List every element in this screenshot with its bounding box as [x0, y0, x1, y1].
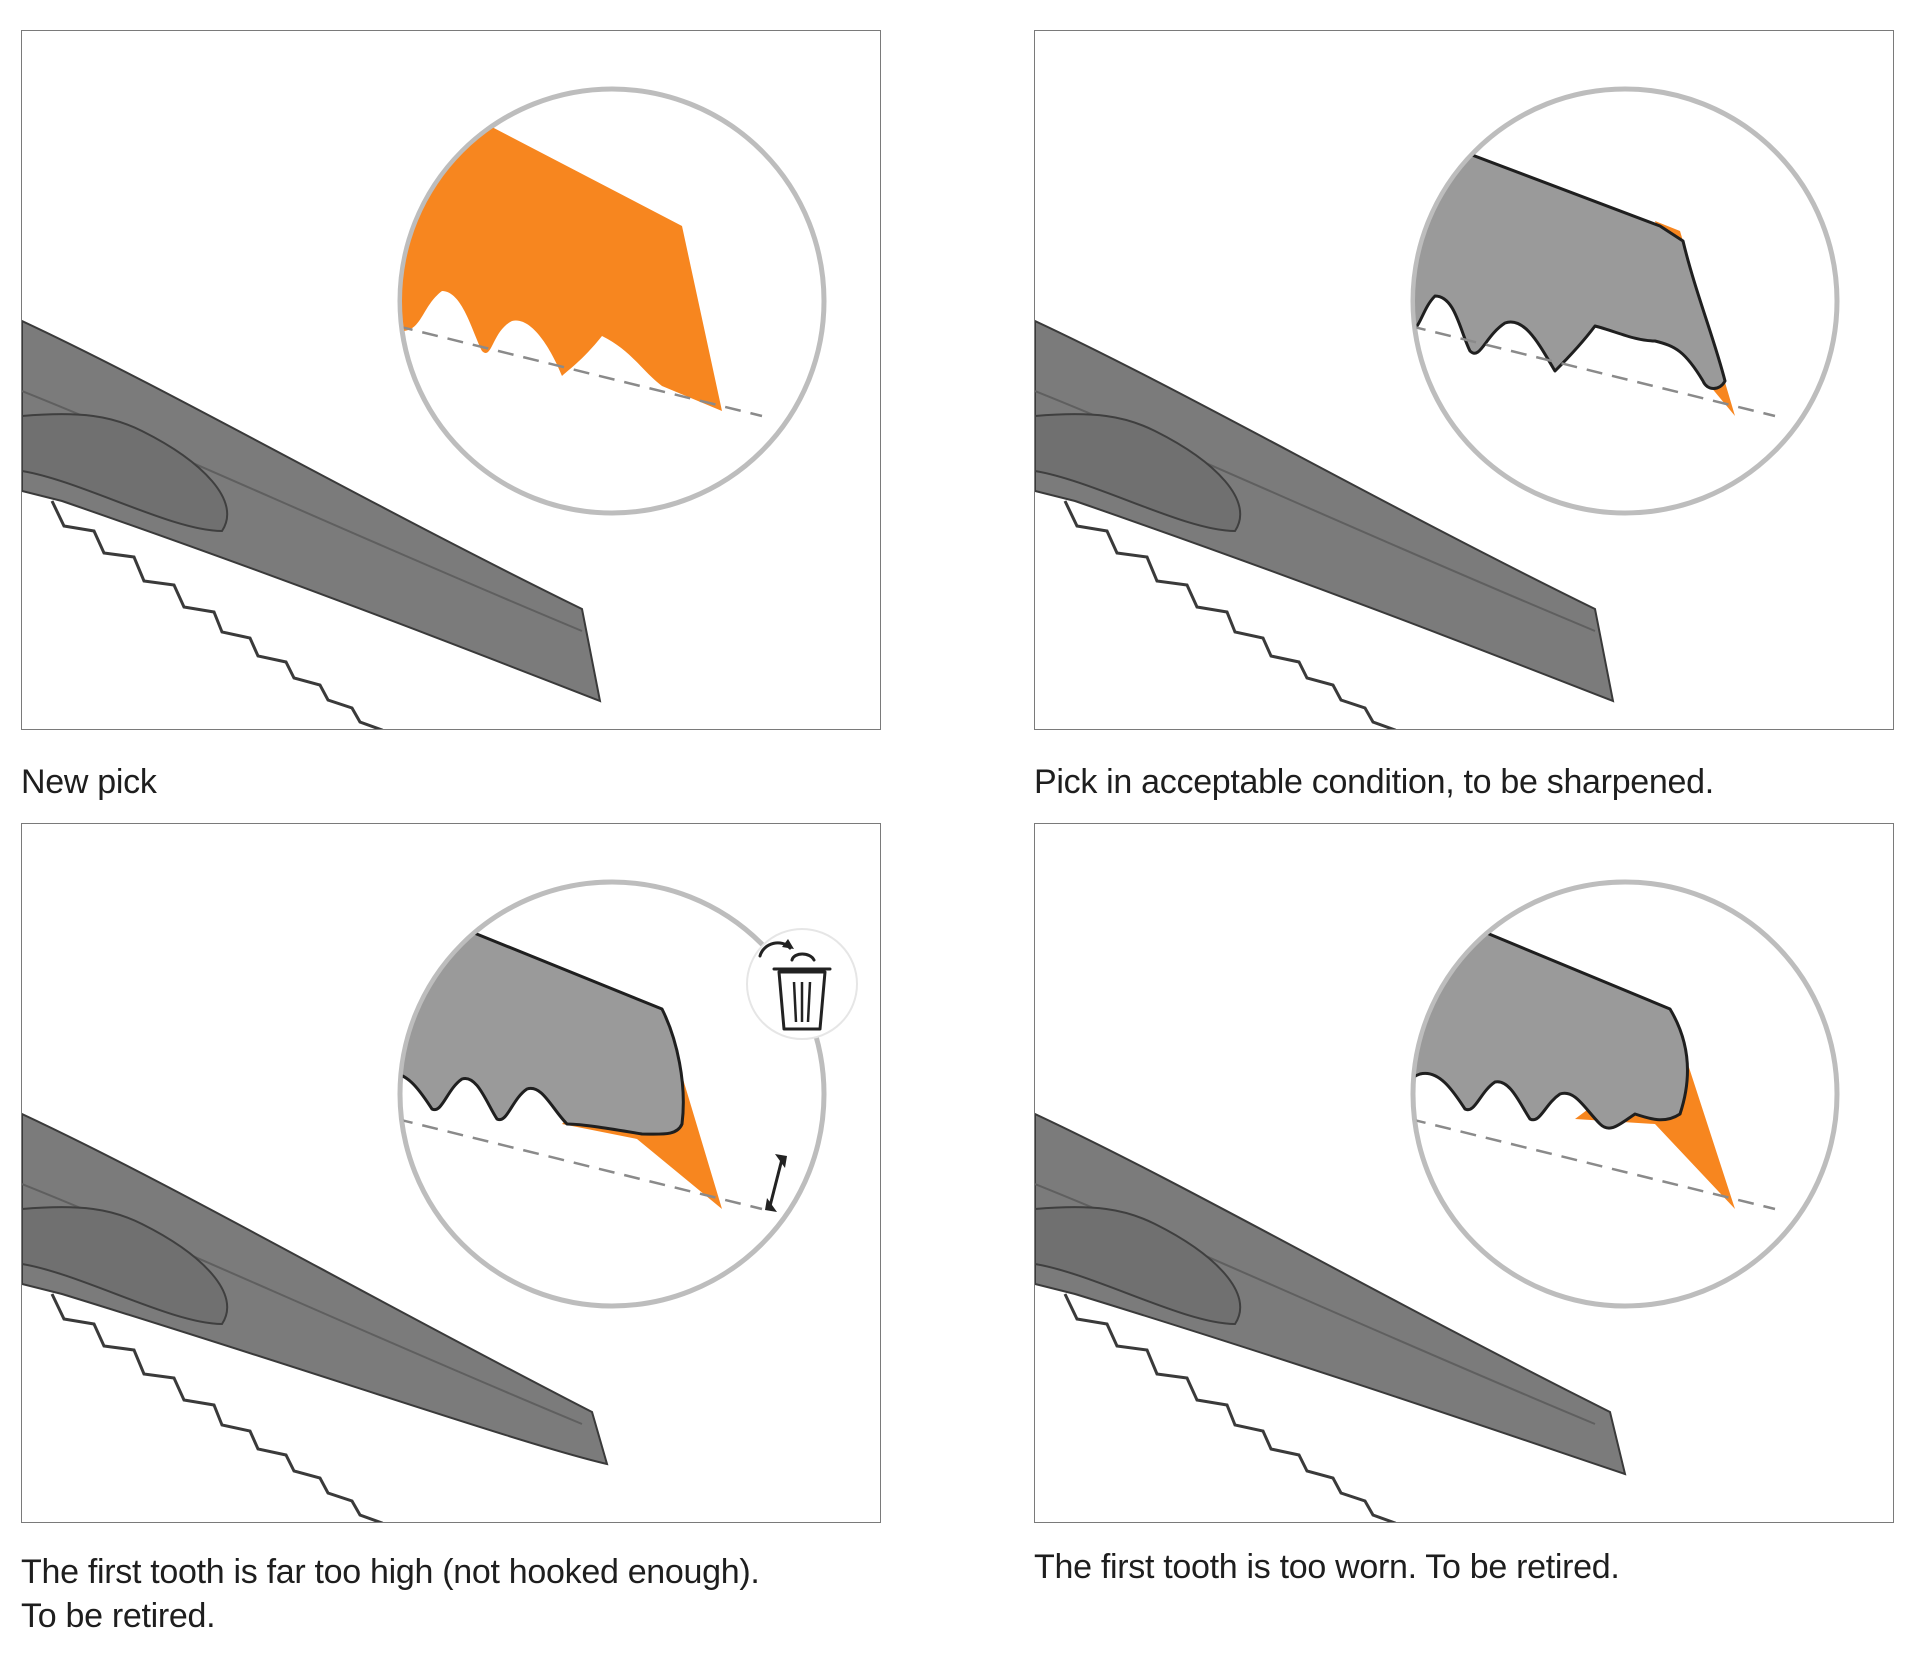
panel-acceptable-pick — [1034, 30, 1894, 730]
caption-acceptable-pick: Pick in acceptable condition, to be shar… — [1034, 763, 1714, 801]
caption-new-pick: New pick — [21, 763, 157, 801]
arrow-icon — [765, 1154, 787, 1212]
pick-illustration — [1035, 879, 1840, 1522]
ice-pick-blade — [1035, 319, 1615, 729]
blade-zoom — [402, 922, 685, 1136]
pick-illustration — [22, 879, 858, 1522]
panel-new-pick — [21, 30, 881, 730]
blade-zoom — [1415, 139, 1727, 390]
panel-too-high-pick — [21, 823, 881, 1523]
trash-icon — [746, 928, 858, 1040]
ice-pick-blade — [1035, 1112, 1627, 1522]
magnifier — [1410, 86, 1840, 516]
ice-pick-blade — [22, 319, 602, 729]
caption-too-high-pick: The first tooth is far too high (not hoo… — [21, 1553, 760, 1635]
magnifier — [397, 86, 827, 516]
blade-zoom — [1415, 922, 1689, 1130]
pick-illustration — [1035, 86, 1840, 729]
tooth-orange — [402, 101, 722, 411]
magnifier — [397, 879, 827, 1309]
ice-pick-blade — [22, 1112, 609, 1522]
panel-worn-pick — [1034, 823, 1894, 1523]
pick-illustration — [22, 86, 827, 729]
magnifier — [1410, 879, 1840, 1309]
caption-worn-pick: The first tooth is too worn. To be retir… — [1034, 1548, 1620, 1586]
